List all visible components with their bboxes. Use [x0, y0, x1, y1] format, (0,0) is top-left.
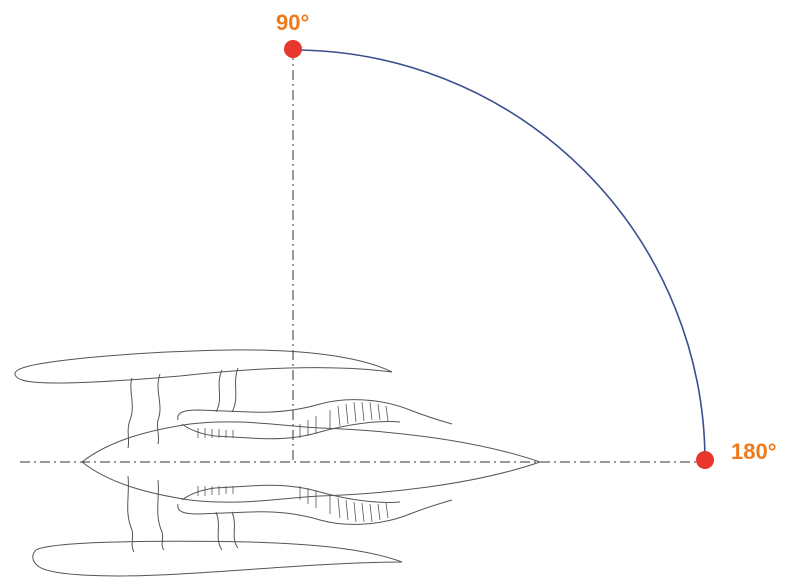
label-180-degrees: 180°	[731, 439, 777, 464]
spinner	[81, 421, 542, 503]
upper-cowl	[14, 349, 393, 384]
upper-core-outer	[177, 399, 453, 425]
upper-strut-front-2	[156, 373, 161, 445]
upper-strut-rear	[215, 369, 223, 413]
lower-strut-rear	[215, 511, 223, 551]
lower-strut-front	[127, 475, 135, 553]
lower-cowl	[32, 540, 403, 577]
engine-nacelle	[14, 349, 542, 577]
right-marker-icon	[696, 451, 714, 469]
upper-strut-rear-2	[231, 367, 239, 413]
lower-strut-rear-2	[231, 511, 239, 549]
top-marker-icon	[284, 40, 302, 58]
lower-blade-hatching	[197, 486, 389, 523]
upper-strut-front	[127, 377, 133, 449]
label-90-degrees: 90°	[276, 10, 309, 35]
upper-blade-hatching	[197, 401, 389, 438]
lower-core-outer	[177, 499, 453, 525]
upper-core-inner	[181, 421, 401, 440]
angle-arc	[292, 49, 706, 461]
lower-core-inner	[181, 484, 401, 503]
lower-strut-front-2	[157, 479, 165, 551]
